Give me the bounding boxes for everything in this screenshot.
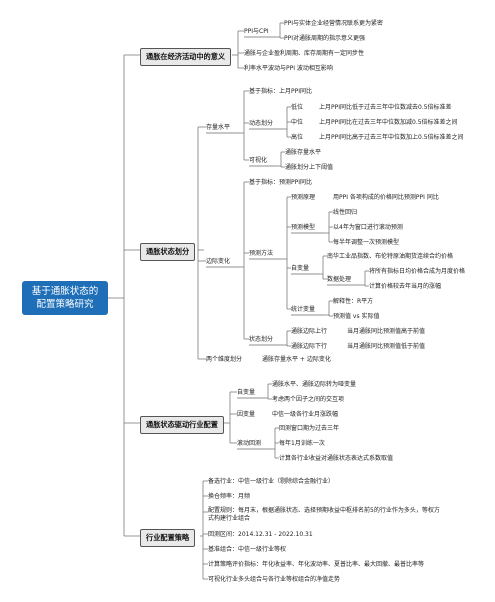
node-high-desc[interactable]: 上月PPI同比高于过去三年中位数加上0.5倍标准差之间: [319, 134, 464, 141]
node-var-1[interactable]: 南华工业品指数、布伦特原油期货连续合约价格: [327, 253, 454, 260]
node-b3-dep-1[interactable]: 中信一级各行业月涨跌幅: [272, 411, 339, 418]
node-state-division[interactable]: 状态划分: [249, 336, 274, 343]
node-b3-var[interactable]: 自变量: [237, 389, 256, 396]
node-high[interactable]: 高位: [291, 134, 304, 141]
node-ppi-cpi-1[interactable]: PPI与实体企业经营情况联系更为紧密: [284, 20, 384, 27]
node-vis-2[interactable]: 通胀划分上下阈值: [285, 164, 334, 171]
root-topic[interactable]: 基于通胀状态的配置策略研究: [22, 281, 108, 315]
node-two-dimensions[interactable]: 两个维度划分: [206, 356, 243, 363]
node-two-dimensions-desc[interactable]: 通胀存量水平 + 边际变化: [262, 356, 331, 363]
node-dynamic-division[interactable]: 动态划分: [249, 120, 274, 127]
node-visualization-nav[interactable]: 可视化行业多头组合与各行业等权组合的净值走势: [208, 576, 341, 583]
node-mid[interactable]: 中位: [291, 119, 304, 126]
node-benchmark[interactable]: 基准组合：中信一级行业等权: [208, 546, 287, 553]
branch-inflation-state[interactable]: 通胀状态划分: [140, 243, 196, 261]
node-forecast-model[interactable]: 预测模型: [291, 224, 316, 231]
node-forecast-method[interactable]: 预测方法: [249, 250, 274, 257]
node-model-2[interactable]: 以4年为窗口进行滚动预测: [333, 224, 403, 231]
node-b1-item2[interactable]: 通胀与企业盈利周期、库存周期有一定同步性: [244, 50, 365, 57]
node-stat-variable[interactable]: 统计变量: [291, 306, 316, 313]
node-proc-2[interactable]: 计算价格较去年当月的涨幅: [369, 283, 442, 290]
node-candidate-industry[interactable]: 备选行业：中信一级行业（剔除综合金融行业）: [208, 478, 335, 485]
node-margin-up-desc[interactable]: 当月通胀同比预测值高于前值: [347, 328, 426, 335]
node-margin-up[interactable]: 通胀边际上行: [291, 328, 328, 335]
node-rebalance-frequency[interactable]: 换仓频率：月频: [208, 493, 251, 500]
node-stat-2[interactable]: 预测值 vs 实际值: [333, 313, 380, 320]
node-stock-basis[interactable]: 基于指标：上月PPI同比: [249, 88, 313, 95]
node-marginal-change[interactable]: 边际变化: [206, 258, 231, 265]
node-data-processing[interactable]: 数据处理: [327, 276, 352, 283]
node-roll-3[interactable]: 计算各行业收益对通胀状态表达式系数取值: [279, 455, 394, 462]
node-low[interactable]: 低位: [291, 104, 304, 111]
node-rolling-backtest[interactable]: 滚动回测: [237, 440, 262, 447]
node-model-3[interactable]: 每半年调整一次预测模型: [333, 239, 400, 246]
node-stat-1[interactable]: 解释性：R平方: [333, 298, 374, 305]
root-line-2: 配置策略研究: [36, 299, 94, 310]
branch-inflation-meaning[interactable]: 通胀在经济活动中的意义: [140, 48, 232, 66]
node-mid-desc[interactable]: 上月PPI同比在过去三年中位数加减0.5倍标准差之间: [319, 119, 458, 126]
node-b1-item3[interactable]: 利率水平波动与PPI 波动相互影响: [244, 65, 333, 72]
node-forecast-principle[interactable]: 预测原理: [291, 194, 316, 201]
node-model-1[interactable]: 线性回归: [333, 209, 358, 216]
node-roll-2[interactable]: 每年1月训练一次: [279, 440, 325, 447]
root-line-1: 基于通胀状态的: [31, 286, 99, 297]
node-margin-down-desc[interactable]: 当月通胀同比预测值低于前值: [347, 343, 426, 350]
node-low-desc[interactable]: 上月PPI同比低于过去三年中位数减去0.5倍标准差: [319, 104, 452, 111]
node-b3-var-1[interactable]: 通胀水平、通胀边际转为哑变量: [272, 381, 357, 388]
node-b3-dep[interactable]: 因变量: [237, 411, 256, 418]
node-margin-down[interactable]: 通胀边际下行: [291, 343, 328, 350]
node-independent-var[interactable]: 自变量: [291, 265, 310, 272]
node-stock-level[interactable]: 存量水平: [206, 124, 231, 131]
branch-industry-allocation[interactable]: 通胀状态驱动行业配置: [140, 416, 224, 434]
node-proc-1[interactable]: 将所有指标日均价格合成为月度价格: [369, 268, 466, 275]
node-visualization[interactable]: 可视化: [249, 157, 268, 164]
node-ppi-cpi-2[interactable]: PPI对通胀周期的指示意义更强: [284, 35, 366, 42]
node-b3-var-2[interactable]: 考虑两个因子之间的交互项: [272, 396, 345, 403]
branch-strategy[interactable]: 行业配置策略: [140, 529, 196, 547]
node-roll-1[interactable]: 回测窗口期为过去三年: [279, 425, 340, 432]
node-change-basis[interactable]: 基于指标：预测PPI同比: [249, 179, 313, 186]
node-ppi-cpi[interactable]: PPI与CPI: [244, 28, 269, 35]
node-evaluation-metrics[interactable]: 计算策略评价指标：年化收益率、年化波动率、夏普比率、最大回撤、最普比率等: [208, 561, 425, 568]
node-vis-1[interactable]: 通胀存量水平: [285, 149, 322, 156]
node-backtest-period[interactable]: 回测区间：2014.12.31 - 2022.10.31: [208, 531, 313, 538]
node-allocation-rule[interactable]: 配置规则：每月末，根据通胀状态、选择预期收益中枢排名前5的行业作为多头，等权方式…: [208, 507, 440, 522]
node-principle-desc[interactable]: 用PPI 各项构成的价格同比预测PPI 同比: [333, 194, 439, 201]
